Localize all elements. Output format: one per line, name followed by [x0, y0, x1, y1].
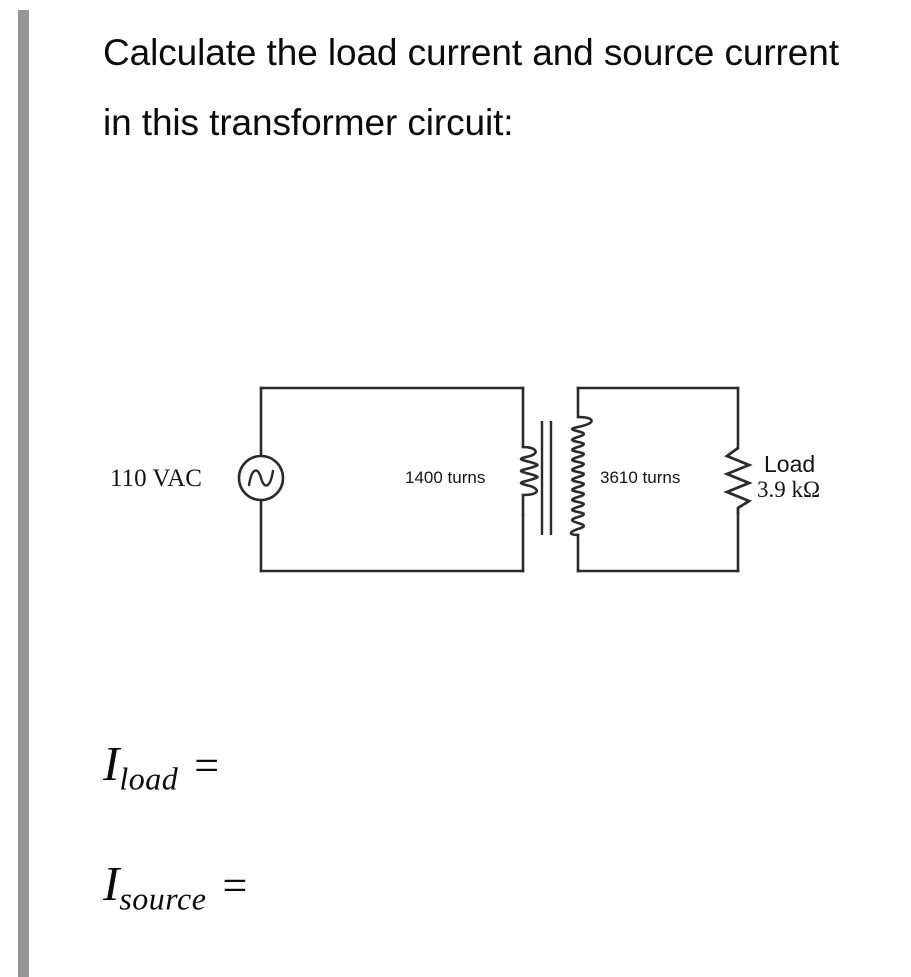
left-accent-bar: [18, 10, 29, 977]
answer-load-equals: =: [194, 741, 220, 790]
answer-line-source: Isource =: [103, 855, 263, 918]
answer-load-symbol: I: [103, 736, 120, 791]
answer-source-value: [247, 861, 263, 910]
answer-source-symbol: I: [103, 856, 120, 911]
sine-wave-icon: [247, 469, 275, 487]
primary-winding: [519, 445, 539, 517]
secondary-winding: [569, 415, 593, 537]
question-prompt-text: Calculate the load current and source cu…: [103, 32, 850, 143]
answer-load-subscript: load: [119, 760, 179, 797]
answer-source-equals: =: [222, 861, 248, 910]
answer-load-value: [219, 741, 235, 790]
source-voltage-label: 110 VAC: [110, 465, 202, 492]
load-label: Load: [764, 451, 815, 477]
primary-turns-label: 1400 turns: [405, 468, 485, 487]
load-resistance-label: 3.9 kΩ: [757, 477, 820, 502]
answer-source-subscript: source: [119, 880, 207, 917]
answer-line-load: Iload =: [103, 735, 235, 798]
load-resistor-symbol: [723, 446, 753, 514]
secondary-turns-label: 3610 turns: [600, 468, 680, 487]
circuit-svg: 110 VAC 1400 turns 3610 turns Load 3.9 k…: [110, 386, 820, 573]
transformer-circuit-figure: 110 VAC 1400 turns 3610 turns Load 3.9 k…: [0, 355, 911, 605]
